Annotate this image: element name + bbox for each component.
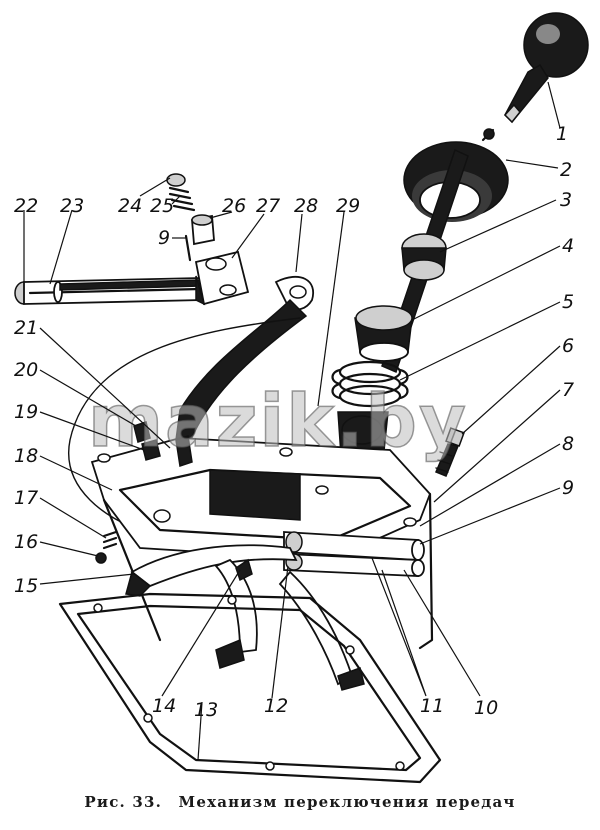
cover-gasket (58, 592, 442, 784)
callout-12: 12 (264, 695, 288, 717)
callout-29: 29 (336, 195, 360, 217)
callout-22: 22 (14, 195, 38, 217)
callout-5: 5 (562, 291, 574, 313)
callout-3: 3 (560, 189, 572, 211)
watermark: mazik.by (88, 379, 468, 463)
callout-9: 9 (562, 477, 574, 499)
callout-15: 15 (14, 575, 38, 597)
callout-labels: 1 2 3 4 5 6 7 8 9 10 11 12 13 14 15 16 1… (14, 123, 574, 721)
guide-curve (68, 317, 301, 531)
lever-knob (503, 12, 589, 124)
callout-7: 7 (562, 379, 574, 401)
callout-20: 20 (14, 359, 38, 381)
callout-9-upper: 9 (158, 227, 170, 249)
caption-prefix: Рис. 33. (84, 793, 163, 811)
cover-bolt (435, 427, 465, 477)
callout-24: 24 (118, 195, 142, 217)
callout-25: 25 (150, 195, 174, 217)
leader-lines (23, 81, 561, 761)
shift-arm (167, 275, 315, 463)
callout-21: 21 (14, 317, 38, 339)
linkage-rod (14, 277, 203, 305)
shift-rails (283, 531, 425, 577)
callout-18: 18 (14, 445, 38, 467)
callout-8: 8 (562, 433, 574, 455)
callout-2: 2 (560, 159, 572, 181)
callout-28: 28 (294, 195, 318, 217)
callout-13: 13 (194, 699, 218, 721)
lever-shaft (331, 148, 469, 471)
callout-26: 26 (222, 195, 246, 217)
gearshift-mechanism-drawing: mazik.by 1 2 3 4 (14, 12, 589, 784)
callout-6: 6 (562, 335, 574, 357)
cover-housing (90, 437, 434, 650)
callout-17: 17 (14, 487, 38, 509)
callout-14: 14 (152, 695, 176, 717)
figure-caption: Рис. 33. Механизм переключения передач (0, 793, 600, 811)
callout-1: 1 (556, 123, 568, 145)
caption-title: Механизм переключения передач (178, 793, 516, 811)
detent-parts (95, 421, 193, 564)
callout-19: 19 (14, 401, 38, 423)
callout-23: 23 (60, 195, 84, 217)
shift-forks (125, 544, 365, 691)
callout-4: 4 (562, 235, 574, 257)
callout-16: 16 (14, 531, 38, 553)
lever-bracket (166, 173, 250, 306)
callout-11: 11 (420, 695, 444, 717)
callout-27: 27 (256, 195, 280, 217)
callout-10: 10 (474, 697, 498, 719)
